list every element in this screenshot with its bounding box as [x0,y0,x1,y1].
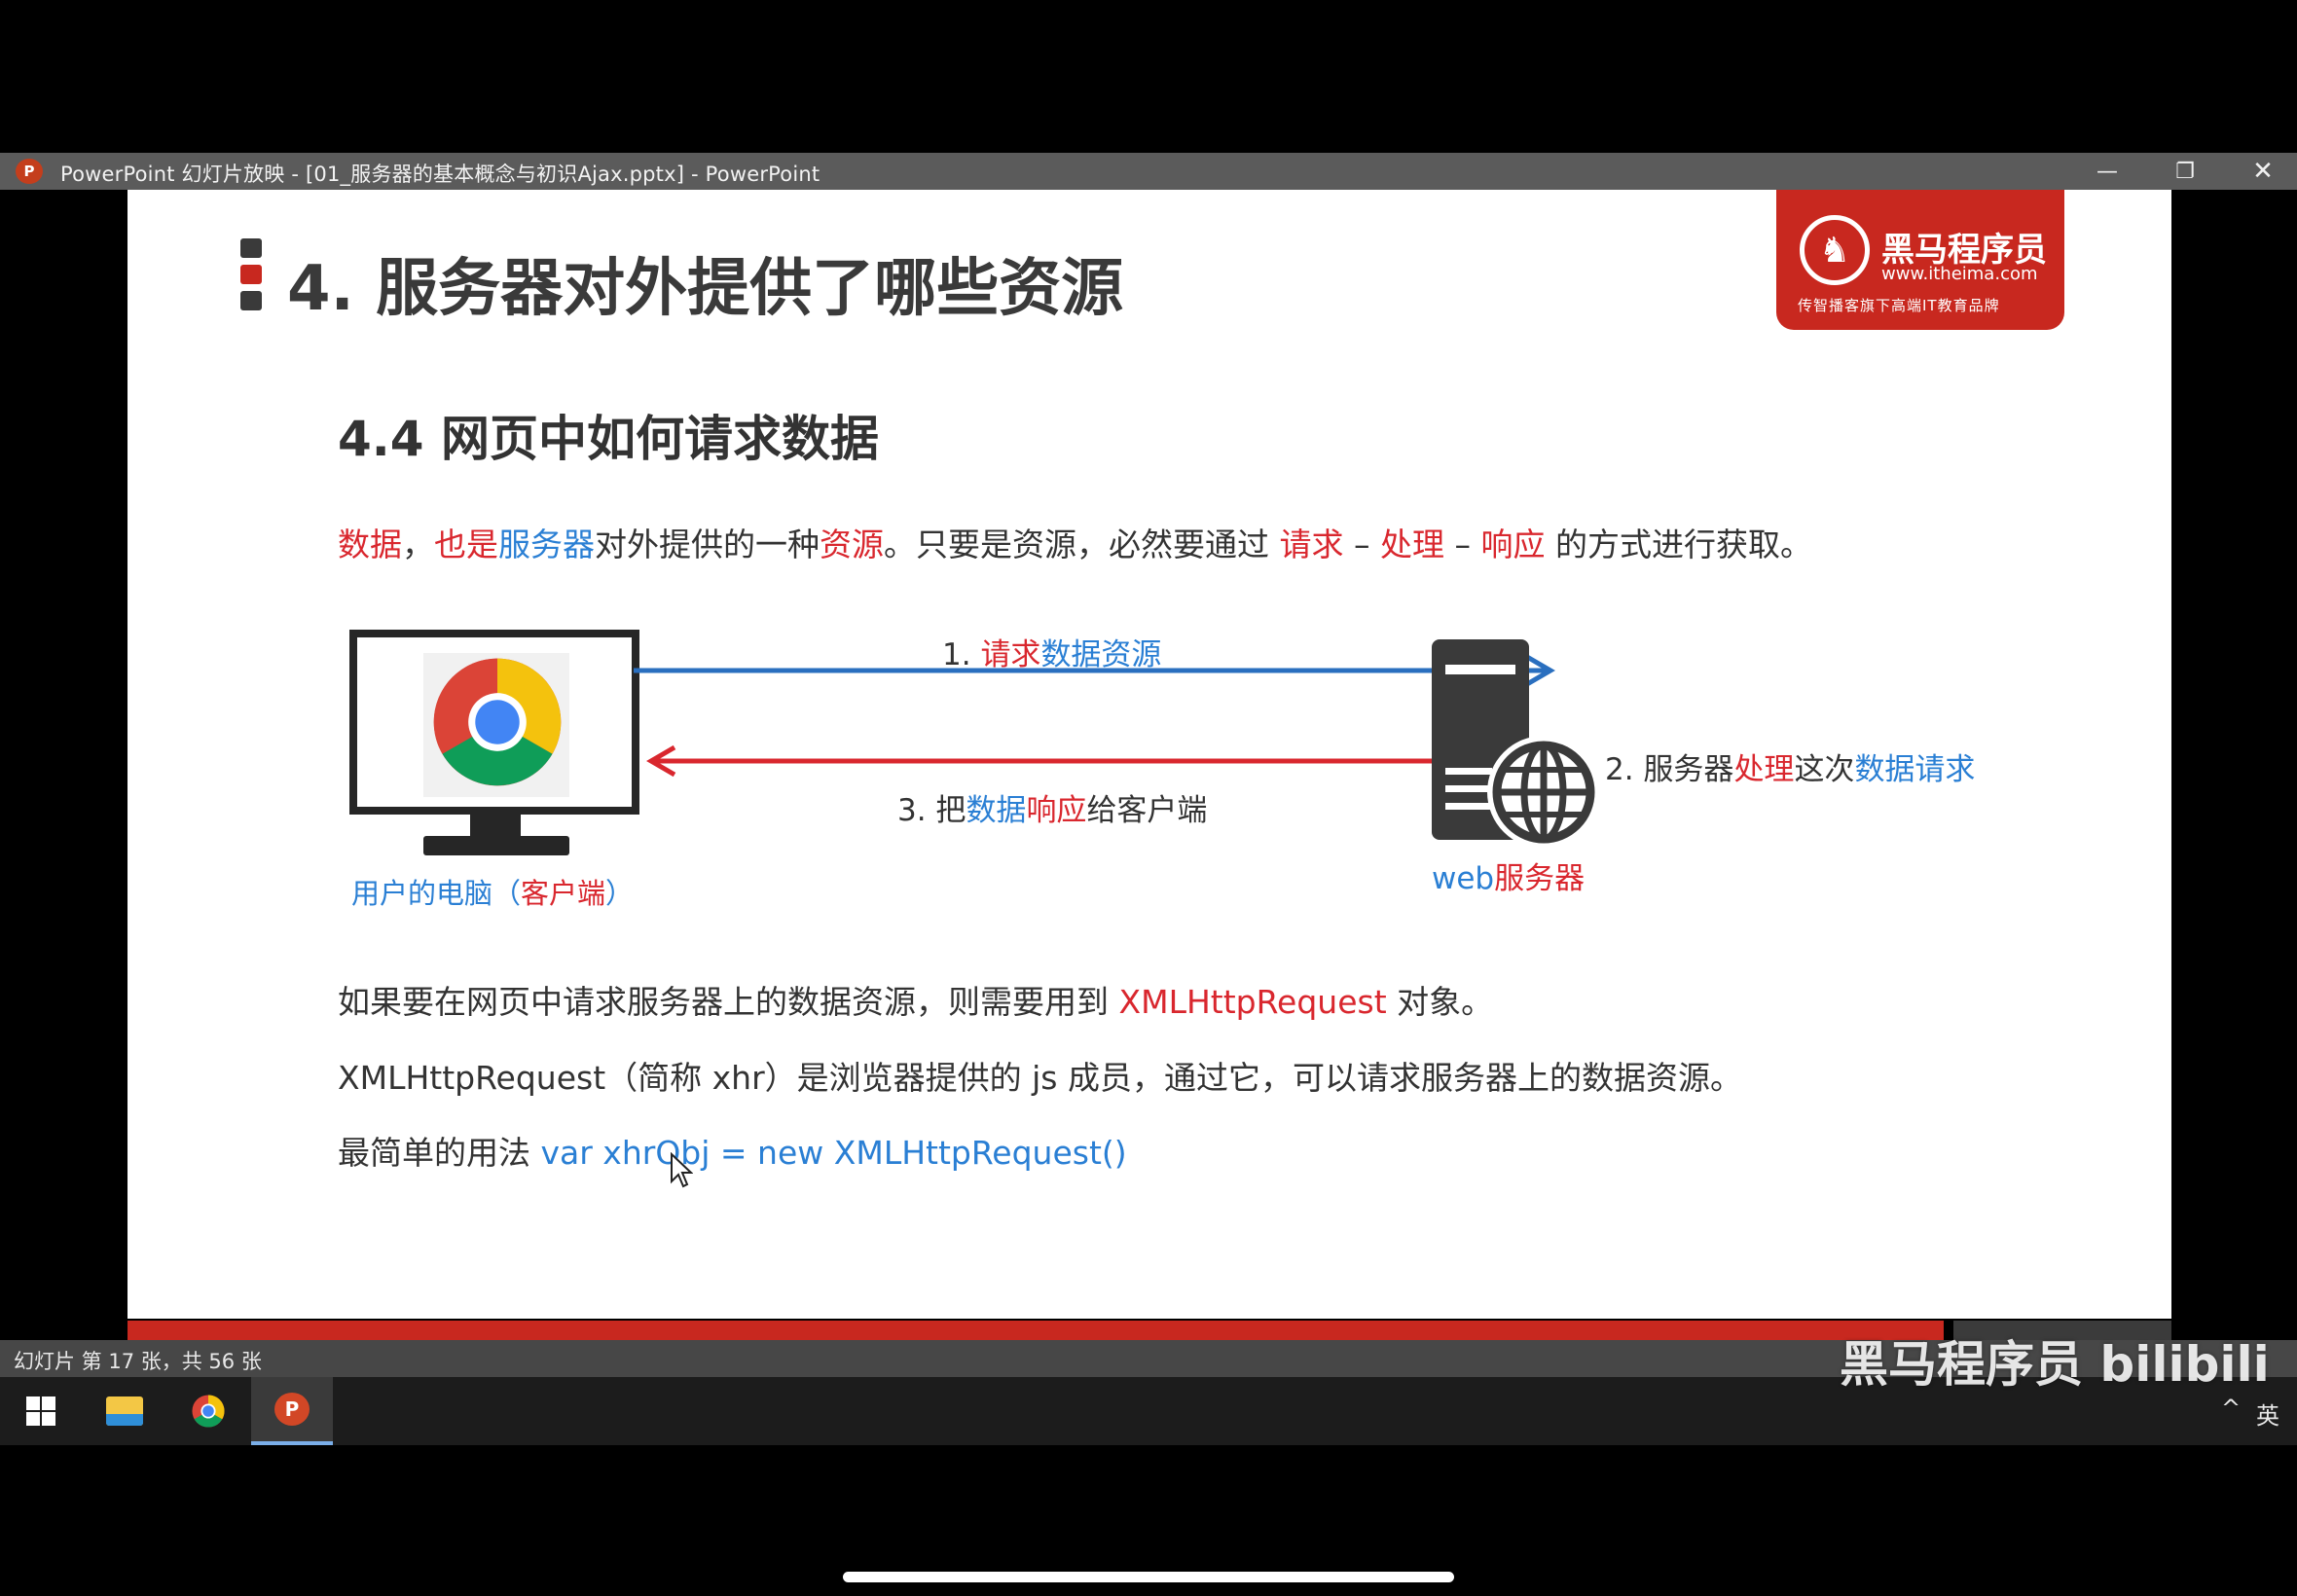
tray-chevron-up-icon[interactable]: ^ [2221,1395,2242,1422]
intro-line: 数据，也是服务器对外提供的一种资源。只要是资源，必然要通过 请求 – 处理 – … [338,526,1812,563]
request-response-arrows [634,654,1568,778]
home-indicator[interactable] [843,1572,1454,1582]
slideshow-status-bar: 幻灯片 第 17 张，共 56 张 [0,1340,2297,1377]
slide-footer-bar [128,1321,1944,1340]
brand-name: 黑马程序员 [1881,231,2047,270]
window-title: PowerPoint 幻灯片放映 - [01_服务器的基本概念与初识Ajax.p… [60,163,820,186]
close-button[interactable]: ✕ [2252,157,2274,186]
request-label: 1. 请求数据资源 [942,637,1162,672]
bilibili-watermark: 黑马程序员 bilibili [1840,1336,2270,1393]
windows-start-icon[interactable] [0,1377,82,1445]
heading-marker-icon [240,238,264,310]
xhr-usage-line: 如果要在网页中请求服务器上的数据资源，则需要用到 XMLHttpRequest … [338,983,1494,1021]
powerpoint-app-icon: P [16,159,43,184]
slide-counter: 幻灯片 第 17 张，共 56 张 [14,1350,262,1373]
response-arrowhead-icon [646,744,676,778]
mouse-cursor-icon [671,1152,693,1188]
xhr-code-line: 最简单的用法 var xhrObj = new XMLHttpRequest() [338,1134,1127,1172]
web-server-icon [1432,639,1597,846]
windows-taskbar: P ^ 英 [0,1377,2297,1445]
xhr-description-line: XMLHttpRequest（简称 xhr）是浏览器提供的 js 成员，通过它，… [338,1059,1742,1097]
horse-logo-icon: ♞ [1800,215,1870,285]
chrome-taskbar-icon[interactable] [167,1377,249,1445]
brand-badge: ♞ 黑马程序员 www.itheima.com 传智播客旗下高端IT教育品牌 [1776,190,2064,330]
chrome-logo-icon [433,658,562,786]
input-method-indicator[interactable]: 英 [2256,1402,2279,1430]
minimize-button[interactable]: — [2096,159,2118,184]
slide-title: 4. 服务器对外提供了哪些资源 [287,253,1124,325]
monitor-base-icon [423,836,569,855]
request-arrowhead-icon [1525,654,1555,687]
section-subtitle: 4.4 网页中如何请求数据 [338,411,879,467]
response-label: 3. 把数据响应给客户端 [897,793,1208,828]
slide-footer-dark [1953,1321,2171,1340]
monitor-stand-icon [470,815,521,838]
process-label: 2. 服务器处理这次数据请求 [1605,752,1976,787]
brand-slogan: 传智播客旗下高端IT教育品牌 [1798,297,2000,314]
file-explorer-icon[interactable] [84,1377,165,1445]
brand-url: www.itheima.com [1881,264,2038,284]
powerpoint-taskbar-icon[interactable]: P [251,1377,333,1445]
restore-button[interactable]: ❐ [2175,159,2195,184]
window-title-bar: P PowerPoint 幻灯片放映 - [01_服务器的基本概念与初识Ajax… [0,153,2297,190]
server-label: web服务器 [1432,861,1586,896]
slide[interactable]: 4. 服务器对外提供了哪些资源 ♞ 黑马程序员 www.itheima.com … [128,190,2171,1319]
client-label: 用户的电脑（客户端） [351,877,635,910]
